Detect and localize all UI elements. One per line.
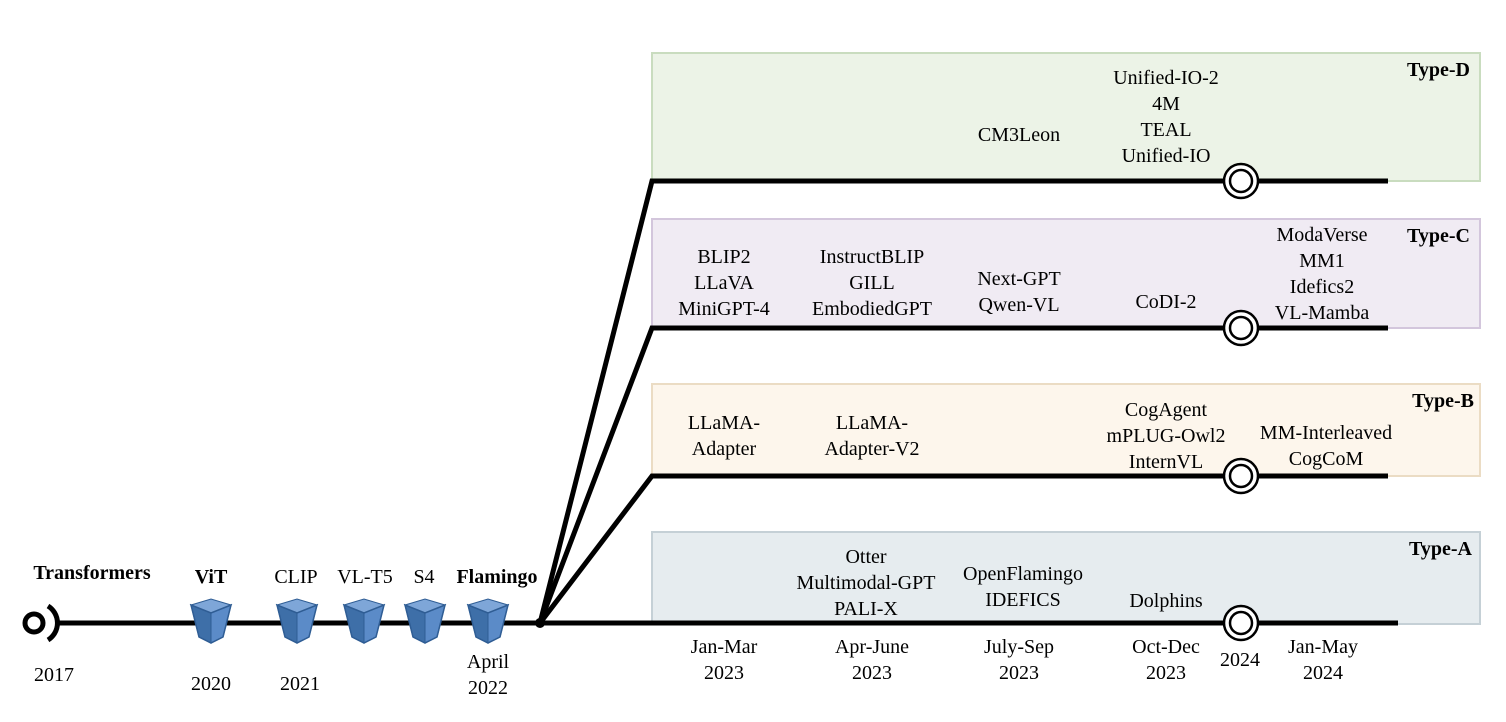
type-a-col3: OpenFlamingo IDEFICS xyxy=(963,561,1083,613)
model-name: mPLUG-Owl2 xyxy=(1106,425,1226,447)
vit-cube-icon xyxy=(190,598,232,644)
model-name: LLaVA xyxy=(694,272,754,294)
year-2017: 2017 xyxy=(34,664,74,686)
type-b-panel xyxy=(651,383,1481,477)
model-name: Otter xyxy=(845,546,887,568)
type-c-col3: Next-GPT Qwen-VL xyxy=(977,266,1060,318)
clip-label: CLIP xyxy=(274,566,318,588)
vit-label: ViT xyxy=(194,566,228,588)
model-name: Multimodal-GPT xyxy=(796,572,936,594)
type-c-col1: BLIP2 LLaVA MiniGPT-4 xyxy=(678,244,770,322)
branch-junction-dot xyxy=(535,618,545,628)
type-a-col2: Otter Multimodal-GPT PALI-X xyxy=(797,544,936,622)
s4-cube-icon xyxy=(404,598,446,644)
model-name: Idefics2 xyxy=(1289,276,1355,298)
model-name: Next-GPT xyxy=(977,268,1061,290)
model-name: Qwen-VL xyxy=(978,294,1060,316)
model-name: MiniGPT-4 xyxy=(678,298,770,320)
type-c-col5: ModaVerse MM1 Idefics2 VL-Mamba xyxy=(1275,222,1369,326)
model-name: Unified-IO-2 xyxy=(1113,67,1219,89)
branch-type-b xyxy=(538,473,1388,625)
model-name: Dolphins xyxy=(1129,590,1203,612)
milestone-2024-type-a xyxy=(1222,604,1260,642)
model-name: EmbodiedGPT xyxy=(812,298,932,320)
type-b-col5: MM-Interleaved CogCoM xyxy=(1260,420,1392,472)
type-d-col3: CM3Leon xyxy=(978,122,1060,148)
type-b-label: Type-B xyxy=(1412,390,1474,412)
model-name: LLaMA- xyxy=(835,412,909,434)
flamingo-date: April 2022 xyxy=(466,651,510,699)
type-a-panel xyxy=(651,531,1481,625)
model-name: Unified-IO xyxy=(1121,145,1211,167)
flamingo-label: Flamingo xyxy=(456,566,538,588)
model-name: CoDI-2 xyxy=(1135,291,1197,313)
milestone-2024-type-b xyxy=(1222,457,1260,495)
model-name: CogAgent xyxy=(1124,399,1208,421)
model-name: MM1 xyxy=(1299,250,1345,272)
date-oct-dec-2023: Oct-Dec 2023 xyxy=(1132,636,1200,684)
date-2024: 2024 xyxy=(1220,649,1260,671)
model-name: InstructBLIP xyxy=(819,246,925,268)
type-d-col4: Unified-IO-2 4M TEAL Unified-IO xyxy=(1113,65,1219,169)
branch-type-c xyxy=(537,325,1388,624)
model-name: PALI-X xyxy=(834,598,898,620)
type-a-label: Type-A xyxy=(1409,538,1472,560)
model-name: 4M xyxy=(1152,93,1180,115)
model-name: TEAL xyxy=(1140,119,1192,141)
model-name: IDEFICS xyxy=(985,589,1061,611)
model-name: GILL xyxy=(849,272,895,294)
flamingo-cube-icon xyxy=(467,598,509,644)
milestone-2024-type-d xyxy=(1222,162,1260,200)
model-name: LLaMA- xyxy=(687,412,761,434)
date-jan-mar-2023: Jan-Mar 2023 xyxy=(690,636,758,684)
type-b-col4: CogAgent mPLUG-Owl2 InternVL xyxy=(1107,397,1226,475)
type-b-col1: LLaMA- Adapter xyxy=(688,410,760,462)
start-marker-icon xyxy=(22,603,60,643)
model-name: OpenFlamingo xyxy=(963,563,1083,585)
type-c-panel xyxy=(651,218,1481,329)
vlt5-cube-icon xyxy=(343,598,385,644)
date-july-sep-2023: July-Sep 2023 xyxy=(984,636,1054,684)
transformers-label: Transformers xyxy=(33,562,151,584)
branch-type-d xyxy=(537,178,1388,624)
year-2020: 2020 xyxy=(191,673,231,695)
type-b-col2: LLaMA- Adapter-V2 xyxy=(824,410,919,462)
model-name: Adapter-V2 xyxy=(824,438,920,460)
year-2021: 2021 xyxy=(280,673,320,695)
type-c-col4: CoDI-2 xyxy=(1135,289,1196,315)
type-d-label: Type-D xyxy=(1407,59,1470,81)
model-name: CM3Leon xyxy=(977,124,1061,146)
clip-cube-icon xyxy=(276,598,318,644)
s4-label: S4 xyxy=(413,566,435,588)
model-name: BLIP2 xyxy=(697,246,751,268)
type-a-col4: Dolphins xyxy=(1129,588,1202,614)
model-name: InternVL xyxy=(1128,451,1204,473)
model-name: MM-Interleaved xyxy=(1259,422,1393,444)
type-d-panel xyxy=(651,52,1481,182)
model-name: VL-Mamba xyxy=(1274,302,1370,324)
vlt5-label: VL-T5 xyxy=(337,566,393,588)
date-apr-june-2023: Apr-June 2023 xyxy=(834,636,910,684)
type-c-label: Type-C xyxy=(1407,225,1470,247)
model-name: Adapter xyxy=(691,438,757,460)
model-name: CogCoM xyxy=(1288,448,1364,470)
milestone-2024-type-c xyxy=(1222,309,1260,347)
date-jan-may-2024: Jan-May 2024 xyxy=(1288,636,1358,684)
type-c-col2: InstructBLIP GILL EmbodiedGPT xyxy=(812,244,932,322)
model-name: ModaVerse xyxy=(1276,224,1368,246)
